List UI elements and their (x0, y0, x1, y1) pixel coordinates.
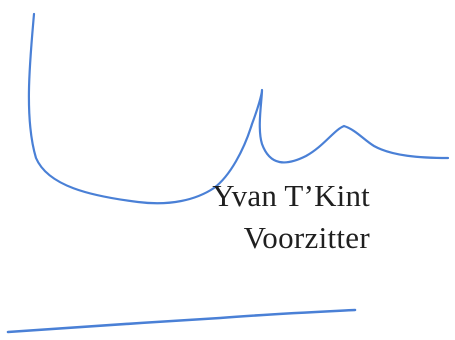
signature-main-stroke (27, 12, 450, 205)
signatory-role: Voorzitter (243, 220, 370, 255)
signatory-block: Yvan T’Kint Voorzitter (120, 178, 370, 256)
signature-underline-stroke (6, 308, 357, 334)
signatory-name: Yvan T’Kint (212, 178, 370, 213)
